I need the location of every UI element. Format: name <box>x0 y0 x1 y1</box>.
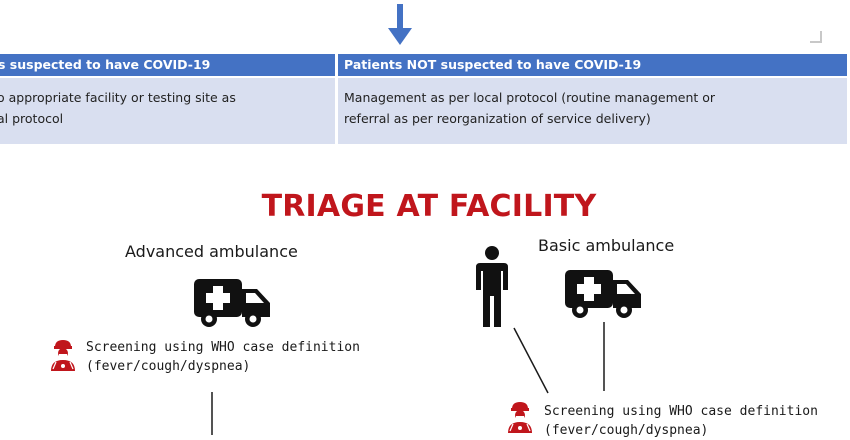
cell-line: referral as per reorganization of servic… <box>344 111 651 126</box>
connector-line <box>513 327 549 394</box>
screening-line: Screening using WHO case definition <box>544 404 818 419</box>
table-header-label: Patients NOT suspected to have COVID-19 <box>344 57 642 72</box>
table-header-label: s suspected to have COVID-19 <box>0 57 211 72</box>
advanced-ambulance-label: Advanced ambulance <box>125 242 298 261</box>
screening-line: (fever/cough/dyspnea) <box>86 359 251 374</box>
health-worker-icon <box>51 340 75 371</box>
screening-text-advanced: Screening using WHO case definition (fev… <box>86 338 360 376</box>
health-worker-icon <box>508 402 532 433</box>
corner-mark <box>810 31 822 43</box>
table-cell-suspected: o appropriate facility or testing site a… <box>0 78 335 144</box>
table-cell-not-suspected: Management as per local protocol (routin… <box>338 78 847 144</box>
screening-line: (fever/cough/dyspnea) <box>544 423 709 438</box>
cell-line: al protocol <box>0 111 64 126</box>
table-header-not-suspected: Patients NOT suspected to have COVID-19 <box>338 54 847 76</box>
ambulance-icon <box>565 270 641 318</box>
table-header-suspected: s suspected to have COVID-19 <box>0 54 335 76</box>
person-icon <box>476 246 508 327</box>
screening-text-basic: Screening using WHO case definition (fev… <box>544 402 818 440</box>
down-arrow-icon <box>388 4 412 45</box>
screening-line: Screening using WHO case definition <box>86 340 360 355</box>
cell-line: Management as per local protocol (routin… <box>344 90 716 105</box>
page-title: TRIAGE AT FACILITY <box>261 189 597 224</box>
cell-line: o appropriate facility or testing site a… <box>0 90 236 105</box>
ambulance-icon <box>194 279 270 327</box>
basic-ambulance-label: Basic ambulance <box>538 236 675 255</box>
